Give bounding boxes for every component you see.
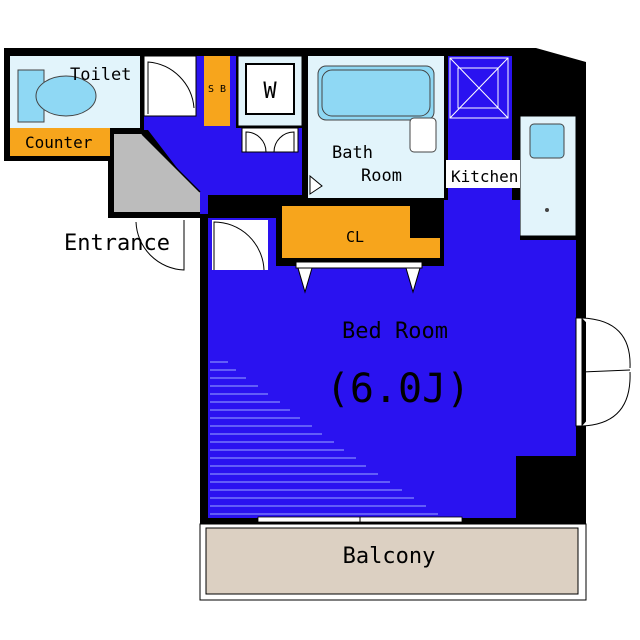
closet: CL — [282, 206, 440, 258]
balcony-window[interactable] — [257, 516, 463, 523]
counter: Counter — [10, 128, 110, 156]
sink-icon — [529, 123, 565, 159]
washer-label: W — [263, 79, 277, 104]
shoe-box: S B — [204, 56, 230, 126]
bedroom: Bed Room (6.0J) — [208, 200, 576, 518]
closet-label: CL — [346, 228, 364, 246]
bath-label-1: Bath — [332, 143, 373, 163]
bathtub-icon — [317, 65, 435, 121]
balcony: Balcony — [199, 523, 587, 601]
washer-doors[interactable] — [241, 127, 299, 153]
bath-label-2: Room — [361, 166, 402, 186]
wash-basin-icon — [409, 117, 437, 153]
counter-label: Counter — [25, 133, 93, 152]
kitchen-label: Kitchen — [451, 167, 518, 186]
toilet-door[interactable] — [143, 55, 197, 117]
shoe-box-label: S B — [208, 84, 226, 95]
closet-doors[interactable] — [295, 261, 423, 294]
bedroom-door[interactable] — [212, 220, 268, 271]
entrance-label: Entrance — [64, 231, 170, 256]
bath-door[interactable] — [309, 174, 323, 195]
faucet-icon — [545, 208, 549, 212]
toilet-room: Toilet — [10, 56, 140, 128]
entrance-area — [114, 133, 201, 212]
washer-space: W — [237, 55, 303, 153]
balcony-label: Balcony — [343, 544, 436, 569]
bedroom-label: Bed Room — [342, 319, 448, 344]
entrance-door[interactable] — [135, 218, 186, 271]
floor-hatch — [210, 361, 438, 515]
toilet-label: Toilet — [70, 65, 131, 85]
side-window[interactable] — [575, 317, 631, 427]
toilet-bowl-icon — [35, 75, 97, 117]
bath-room: Bath Room — [308, 56, 444, 198]
bedroom-size-label: (6.0J) — [326, 366, 471, 412]
